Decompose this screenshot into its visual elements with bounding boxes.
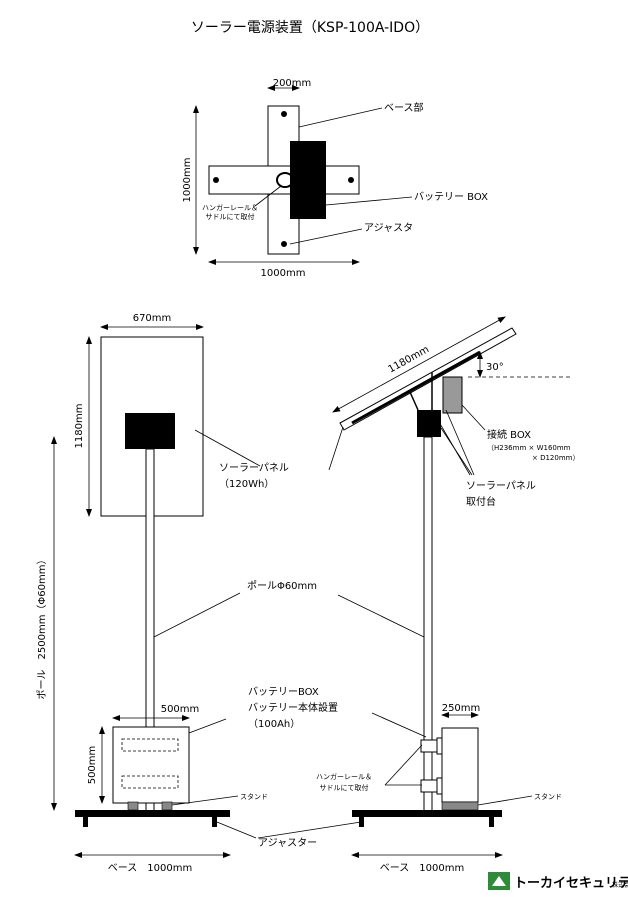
- adjuster-foot: [83, 817, 88, 827]
- stand-label: スタンド: [534, 792, 562, 801]
- adjuster-foot: [212, 817, 217, 827]
- base-label: ベース部: [384, 101, 424, 114]
- leader-line: [384, 744, 423, 786]
- adjuster-hole: [213, 177, 219, 183]
- adjuster-hole: [281, 241, 287, 247]
- mount-box: [417, 410, 441, 437]
- solar-panel-capacity: （120Wh）: [219, 478, 274, 490]
- battery-box-top: [290, 141, 326, 219]
- box-width-dim: 500mm: [161, 704, 200, 715]
- battery-box-front: [112, 726, 190, 804]
- base-beam-front: [75, 810, 230, 817]
- front-view: 670mm 1180mm ポール 2500mm（Φ60mm） 500mm 500…: [36, 313, 362, 874]
- logo-company-suffix: 株式会社: [612, 881, 628, 889]
- leader-line: [153, 592, 241, 638]
- leader-line: [440, 427, 473, 476]
- hanger-note-line1: ハンガーレール＆: [202, 203, 258, 212]
- stand-side: [441, 801, 479, 811]
- stand-label: スタンド: [240, 792, 268, 801]
- adjuster-hole: [281, 111, 287, 117]
- leader-line: [254, 185, 282, 207]
- junction-box-label: 接続 BOX: [487, 428, 531, 441]
- box-height-dim: 500mm: [87, 746, 98, 785]
- leader-line: [371, 712, 427, 738]
- solar-panel-label: ソーラーパネル: [219, 462, 289, 474]
- leader-line: [325, 196, 413, 206]
- battery-outline: [121, 738, 179, 752]
- panel-length-dim: 1180mm: [386, 344, 431, 375]
- leader-line: [461, 404, 486, 431]
- dimension-line: [332, 316, 506, 413]
- base-beam-side: [352, 810, 502, 817]
- logo-company-name: トーカイセキュリティ: [514, 876, 628, 891]
- mount-label-2: 取付台: [466, 495, 496, 508]
- hanger-clip: [436, 777, 443, 795]
- junction-box-dim1: （H236mm × W160mm: [487, 444, 571, 452]
- adjuster-label: アジャスター: [258, 837, 317, 849]
- pole-label: ポールΦ60mm: [247, 580, 317, 592]
- leader-line: [477, 795, 533, 806]
- base-width-dim: ベース 1000mm: [380, 862, 464, 874]
- junction-box-dim2: × D120mm）: [532, 454, 579, 462]
- adjuster-label: アジャスタ: [364, 222, 413, 234]
- hanger-clip: [436, 737, 443, 755]
- leader-line: [171, 795, 239, 806]
- battery-outline: [121, 775, 179, 789]
- logo-emblem-icon: [492, 876, 506, 886]
- battery-box-label: バッテリー BOX: [414, 191, 488, 203]
- leader-line: [194, 429, 261, 467]
- battery-install-label: バッテリー本体設置: [248, 701, 338, 714]
- pole-height-dim: ポール 2500mm（Φ60mm）: [36, 554, 48, 699]
- leader-line: [289, 228, 363, 245]
- top-view: 200mm 1000mm 1000mm ベース部 バッテリー BOX アジャスタ…: [182, 78, 488, 279]
- dim-200: 200mm: [273, 78, 312, 89]
- battery-capacity-label: （100Ah）: [248, 718, 300, 730]
- base-width-dim: ベース 1000mm: [108, 862, 192, 874]
- hanger-note-line2: サドルにて取付: [320, 783, 369, 792]
- dim-1000-horizontal: 1000mm: [261, 268, 306, 279]
- leader-line: [445, 409, 475, 476]
- leader-line: [188, 718, 227, 734]
- stand-block: [161, 801, 173, 811]
- leader-line: [216, 821, 257, 839]
- panel-width-dim: 670mm: [133, 313, 172, 324]
- box-width-side-dim: 250mm: [442, 703, 481, 714]
- mount-strut: [409, 391, 419, 411]
- side-view: 30° 1180mm 接続 BOX （H236mm × W160mm × D12…: [316, 316, 579, 874]
- leader-line: [257, 821, 362, 839]
- leader-line: [298, 107, 383, 128]
- adjuster-foot: [489, 817, 494, 827]
- dim-1000-vertical: 1000mm: [182, 158, 193, 203]
- angle-label: 30°: [486, 362, 504, 373]
- hanger-note-line1: ハンガーレール＆: [316, 772, 372, 781]
- adjuster-hole: [348, 177, 354, 183]
- panel-height-dim: 1180mm: [74, 404, 85, 449]
- junction-box: [442, 376, 463, 414]
- leader-line: [337, 594, 425, 638]
- battery-box-label: バッテリーBOX: [248, 686, 319, 698]
- mount-label-1: ソーラーパネル: [466, 480, 536, 492]
- adjuster-foot: [359, 817, 364, 827]
- battery-box-side: [441, 727, 479, 803]
- stand-block: [127, 801, 139, 811]
- company-logo: トーカイセキュリティ 株式会社: [488, 872, 628, 891]
- hanger-note-line2: サドルにて取付: [206, 212, 255, 221]
- leader-line: [328, 426, 344, 471]
- page-title: ソーラー電源装置（KSP-100A-IDO）: [191, 20, 429, 36]
- panel-junction-box: [125, 413, 175, 449]
- pole-side: [423, 436, 433, 812]
